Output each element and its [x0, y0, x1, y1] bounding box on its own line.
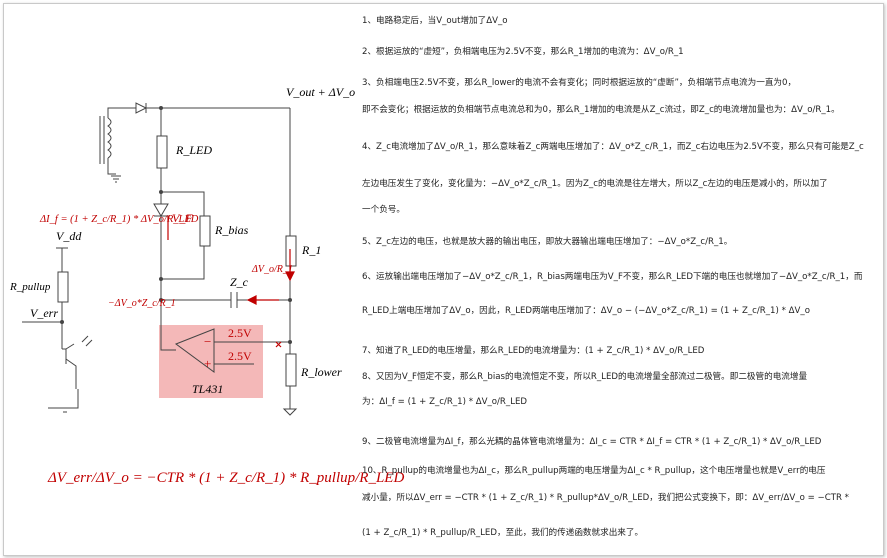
minus-sign: − [204, 334, 211, 349]
step-line: 1、电路稳定后，当V_out增加了ΔV_o [362, 16, 508, 26]
r-pullup-resistor [57, 271, 69, 303]
step-line: (1 + Z_c/R_1) * R_pullup/R_LED，至此，我们的传递函… [362, 528, 644, 538]
tl431-opamp [174, 328, 215, 373]
r1-label: R_1 [301, 243, 321, 257]
figure-frame: V_out + ΔV_o R_LED R_bias R_1 Z_c R_lowe… [3, 3, 884, 556]
r-lower-resistor [285, 353, 297, 387]
r-pullup-label: R_pullup [9, 281, 51, 293]
step-line: 8、又因为V_F恒定不变，那么R_bias的电流恒定不变，所以R_LED的电流增… [362, 372, 808, 382]
r-led-label: R_LED [175, 143, 212, 157]
r-lower-label: R_lower [300, 365, 342, 379]
step-line: 10、R_pullup的电流增量也为ΔI_c，那么R_pullup两端的电压增量… [362, 466, 826, 476]
transformer-winding [107, 117, 112, 159]
step-line: 左边电压发生了变化，变化量为：−ΔV_o*Z_c/R_1。因为Z_c的电流是往左… [362, 179, 828, 189]
output-diode [129, 102, 290, 114]
r-bias-resistor [199, 215, 211, 247]
v25-bottom-label: 2.5V [228, 349, 252, 363]
step-line: 一个负号。 [362, 205, 405, 215]
circuit-diagram: V_out + ΔV_o R_LED R_bias R_1 Z_c R_lowe… [9, 85, 404, 486]
r1-resistor [285, 235, 297, 267]
step-line: 6、运放输出端电压增加了−ΔV_o*Z_c/R_1，R_bias两端电压为V_F… [362, 272, 863, 282]
step-line: 9、二极管电流增量为ΔI_f，那么光耦的晶体管电流增量为：ΔI_c = CTR … [362, 437, 822, 447]
tl431-label: TL431 [192, 382, 223, 396]
step-line: R_LED上端电压增加了ΔV_o，因此，R_LED两端电压增加了：ΔV_o − … [362, 306, 810, 316]
vf-label: V_F [172, 211, 193, 225]
r-bias-label: R_bias [214, 223, 249, 237]
verr-label: V_err [30, 306, 58, 320]
step-line: 即不会变化；根据运放的负相端节点电流总和为0，那么R_1增加的电流是从Z_c流过… [362, 105, 840, 115]
zc-label: Z_c [230, 275, 249, 289]
plus-sign: + [204, 356, 211, 371]
tl431-highlight [159, 325, 263, 398]
dvozc-label: −ΔV_o*Z_c/R_1 [108, 298, 176, 309]
vout-label: V_out + ΔV_o [286, 85, 355, 99]
step-line: 4、Z_c电流增加了ΔV_o/R_1，那么意味着Z_c两端电压增加了：ΔV_o*… [362, 142, 864, 152]
v25-top-label: 2.5V [228, 326, 252, 340]
vdd-label: V_dd [56, 229, 82, 243]
delta-if-equation: ΔI_f = (1 + Z_c/R_1) * ΔV_o/R_LED [39, 214, 199, 225]
step-line: 5、Z_c左边的电压，也就是放大器的输出电压，即放大器输出端电压增加了：−ΔV_… [362, 237, 733, 247]
step-line: 2、根据运放的“虚短”，负相端电压为2.5V不变，那么R_1增加的电流为：ΔV_… [362, 47, 684, 57]
transformer-core [99, 116, 105, 164]
r-led-resistor [156, 135, 168, 169]
transfer-function: ΔV_err/ΔV_o = −CTR * (1 + Z_c/R_1) * R_p… [47, 470, 404, 486]
step-line: 3、负相端电压2.5V不变，那么R_lower的电流不会有变化；同时根据运放的“… [362, 78, 797, 88]
step-line: 7、知道了R_LED的电压增量，那么R_LED的电流增量为：(1 + Z_c/R… [362, 346, 705, 356]
step-line: 为：ΔI_f = (1 + Z_c/R_1) * ΔV_o/R_LED [362, 397, 528, 407]
dvo-over-r1-label: ΔV_o/R_1 [251, 264, 293, 275]
step-line: 减小量，所以ΔV_err = −CTR * (1 + Z_c/R_1) * R_… [362, 493, 849, 503]
